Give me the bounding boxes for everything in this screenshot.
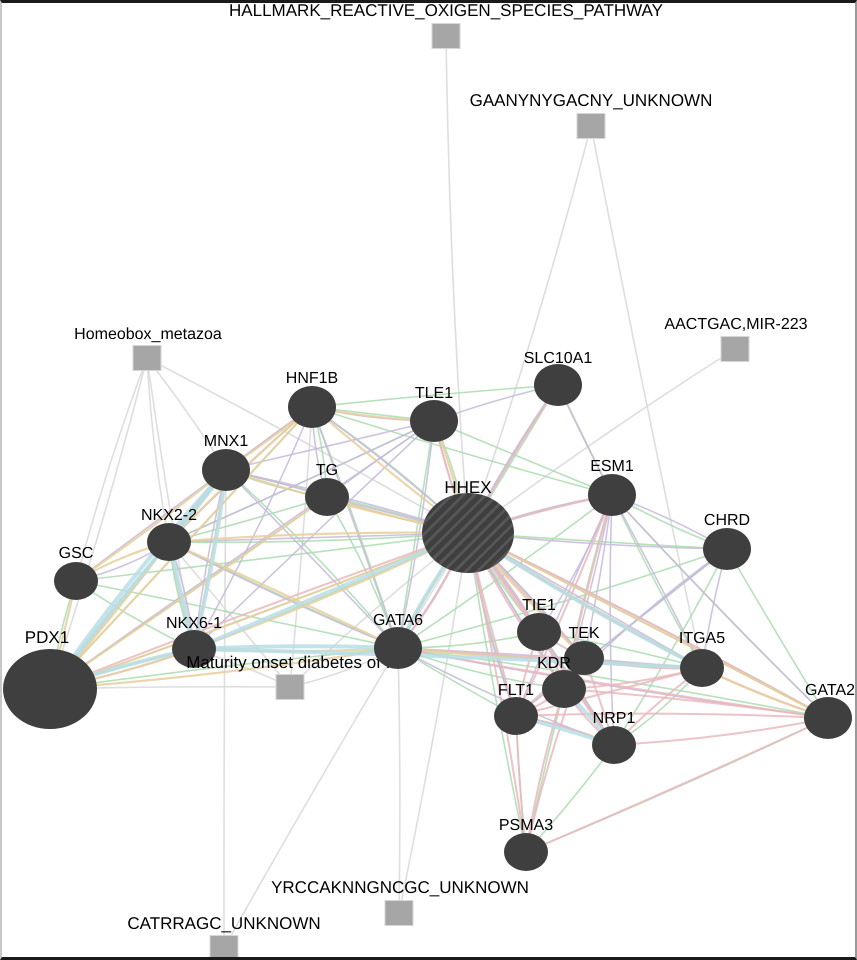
network-edge <box>397 420 435 649</box>
network-edge <box>193 420 435 650</box>
network-edge <box>75 357 148 582</box>
network-edge <box>146 357 195 650</box>
network-node-hhex[interactable] <box>422 493 514 573</box>
network-node-nkx2-2[interactable] <box>147 523 191 561</box>
network-node-label: GAANYNYGACNY_UNKNOWN <box>469 91 713 110</box>
network-edge <box>397 548 728 649</box>
network-node-label: YRCCAKNNGNCGC_UNKNOWN <box>271 878 529 897</box>
network-edge <box>466 531 830 720</box>
network-node-label: PDX1 <box>24 628 70 647</box>
network-node-catrragc-unknown[interactable] <box>209 935 239 957</box>
network-node-mnx1[interactable] <box>202 449 250 491</box>
network-edge <box>48 495 329 691</box>
network-edge <box>146 357 469 534</box>
network-node-gsc[interactable] <box>54 562 98 600</box>
network-node-aactgac-mir-223[interactable] <box>720 336 750 362</box>
network-node-label: HALLMARK_REACTIVE_OXIGEN_SPECIES_PATHWAY <box>229 1 663 20</box>
network-edge <box>726 548 829 719</box>
network-edge <box>75 580 399 649</box>
network-edge <box>611 494 829 719</box>
network-edge <box>613 548 728 746</box>
network-node-nrp1[interactable] <box>592 726 636 764</box>
network-node-label: CATRRAGC_UNKNOWN <box>127 914 321 933</box>
network-edge <box>168 541 399 649</box>
network-node-tek[interactable] <box>564 641 604 675</box>
network-node-label: Homeobox_metazoa <box>74 326 222 343</box>
network-node-esm1[interactable] <box>588 474 636 516</box>
network-edge <box>311 406 399 649</box>
network-node-label: AACTGAC,MIR-223 <box>664 316 808 333</box>
network-edge <box>168 420 435 543</box>
network-node-maturity-onset-diabetes-of[interactable] <box>275 674 305 700</box>
network-edge <box>398 532 469 914</box>
network-edge <box>397 647 401 914</box>
network-edge <box>168 541 291 688</box>
network-edge <box>515 494 613 717</box>
network-edge <box>515 494 613 717</box>
network-node-hnf1b[interactable] <box>288 386 336 428</box>
network-edge <box>167 540 400 650</box>
network-edge <box>445 35 469 534</box>
network-node-flt1[interactable] <box>494 697 538 735</box>
network-node-label: Maturity onset diabetes of ... <box>186 653 400 672</box>
network-edge <box>49 532 469 690</box>
network-edge <box>49 357 148 690</box>
network-node-gata6[interactable] <box>374 627 422 669</box>
network-edge <box>467 532 527 853</box>
network-node-hallmark-reactive-oxigen-species-pathway[interactable] <box>431 23 461 49</box>
network-edge <box>192 647 704 670</box>
network-edge <box>223 532 469 949</box>
network-edge <box>225 469 399 649</box>
network-edge <box>525 717 829 853</box>
network-node-itga5[interactable] <box>680 649 724 687</box>
network-node-nkx6-1[interactable] <box>172 630 216 668</box>
network-edge <box>590 125 703 669</box>
network-node-tg[interactable] <box>305 478 349 516</box>
network-node-slc10a1[interactable] <box>534 364 582 406</box>
network-edge <box>146 357 170 543</box>
network-edge <box>223 469 227 949</box>
network-edge <box>467 532 527 853</box>
network-node-tie1[interactable] <box>517 613 561 651</box>
network-node-pdx1[interactable] <box>3 649 97 729</box>
network-node-gata2[interactable] <box>804 697 852 739</box>
network-edge <box>311 406 613 496</box>
network-edge <box>613 717 829 746</box>
network-node-label: ITGA5 <box>678 630 726 647</box>
network-node-tle1[interactable] <box>410 400 458 442</box>
network-node-chrd[interactable] <box>703 528 751 570</box>
network-node-label: GSC <box>58 545 94 562</box>
network-edge <box>193 406 313 650</box>
network-edge <box>225 469 399 649</box>
network-edge <box>515 712 829 719</box>
network-edge <box>311 384 559 408</box>
network-node-homeobox-metazoa[interactable] <box>132 345 162 371</box>
network-node-yrccaknngncgc-unknown[interactable] <box>384 900 414 926</box>
network-node-psma3[interactable] <box>504 833 548 871</box>
network-node-gaanynygacny-unknown[interactable] <box>576 113 606 139</box>
network-node-kdr[interactable] <box>542 670 586 708</box>
network-edge <box>467 125 592 534</box>
